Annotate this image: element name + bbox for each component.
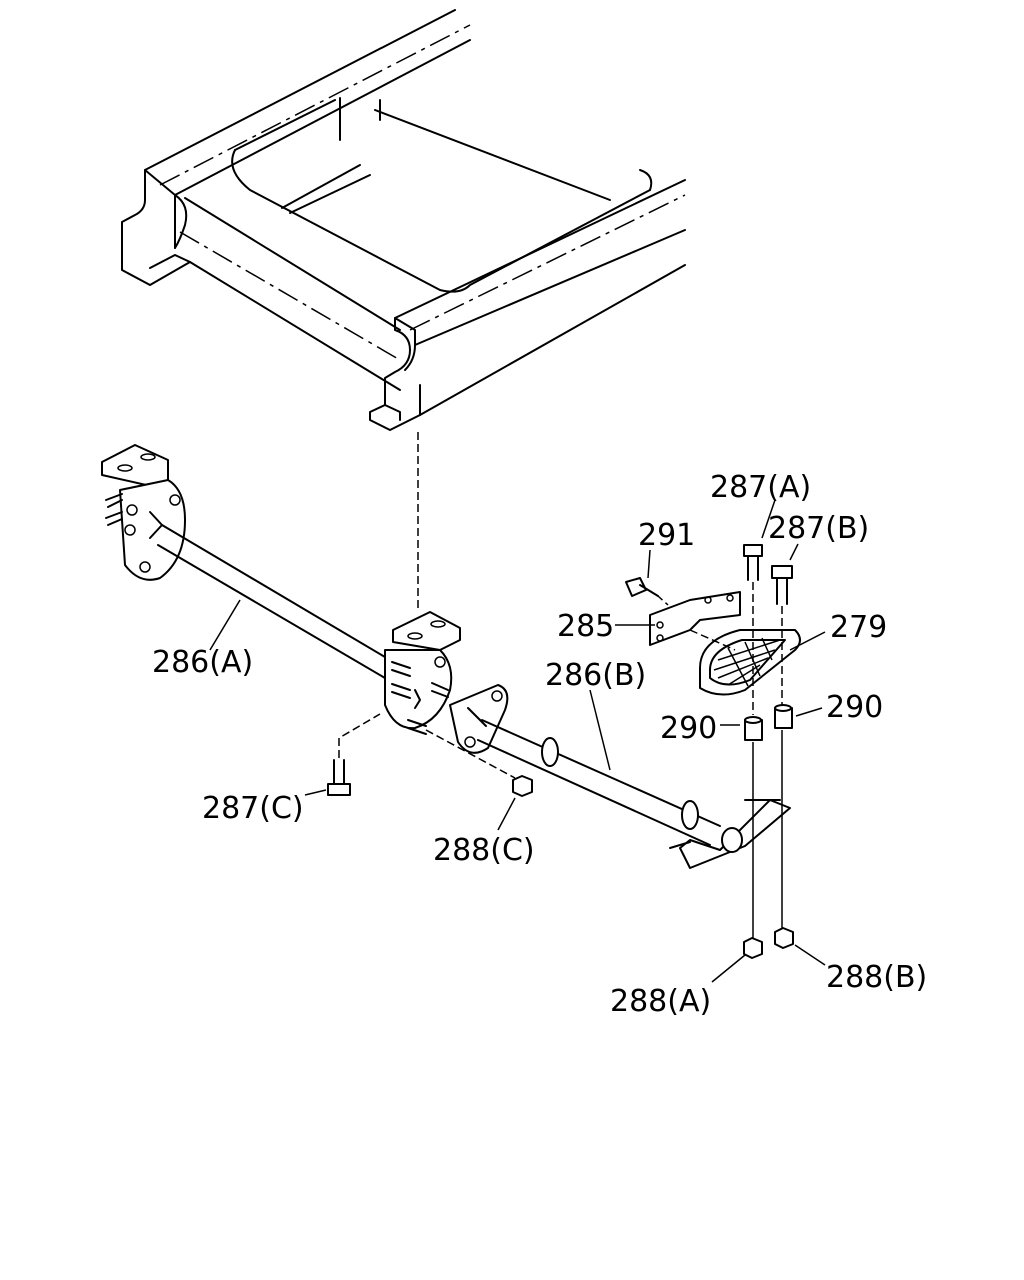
label-279: 279 xyxy=(830,610,887,645)
bracket-285 xyxy=(649,591,741,651)
label-290-right: 290 xyxy=(826,690,883,725)
label-287b: 287(B) xyxy=(768,511,869,546)
label-288c: 288(C) xyxy=(433,833,535,868)
step-plate-279 xyxy=(699,629,801,696)
label-287a: 287(A) xyxy=(710,470,811,505)
leader-lines xyxy=(209,499,826,983)
label-286b: 286(B) xyxy=(545,658,646,693)
fasteners xyxy=(327,544,794,959)
step-bar-286b xyxy=(449,684,791,869)
part-labels: 286(A) 286(B) 285 291 287(A) 287(B) 279 … xyxy=(152,470,927,1019)
label-286a: 286(A) xyxy=(152,645,253,680)
step-bar-286a xyxy=(101,444,516,779)
chassis-frame xyxy=(121,9,686,612)
label-290-left: 290 xyxy=(660,711,717,746)
label-285: 285 xyxy=(557,609,614,644)
label-291: 291 xyxy=(638,518,695,553)
label-288a: 288(A) xyxy=(610,984,711,1019)
label-287c: 287(C) xyxy=(202,791,304,826)
label-288b: 288(B) xyxy=(826,960,927,995)
